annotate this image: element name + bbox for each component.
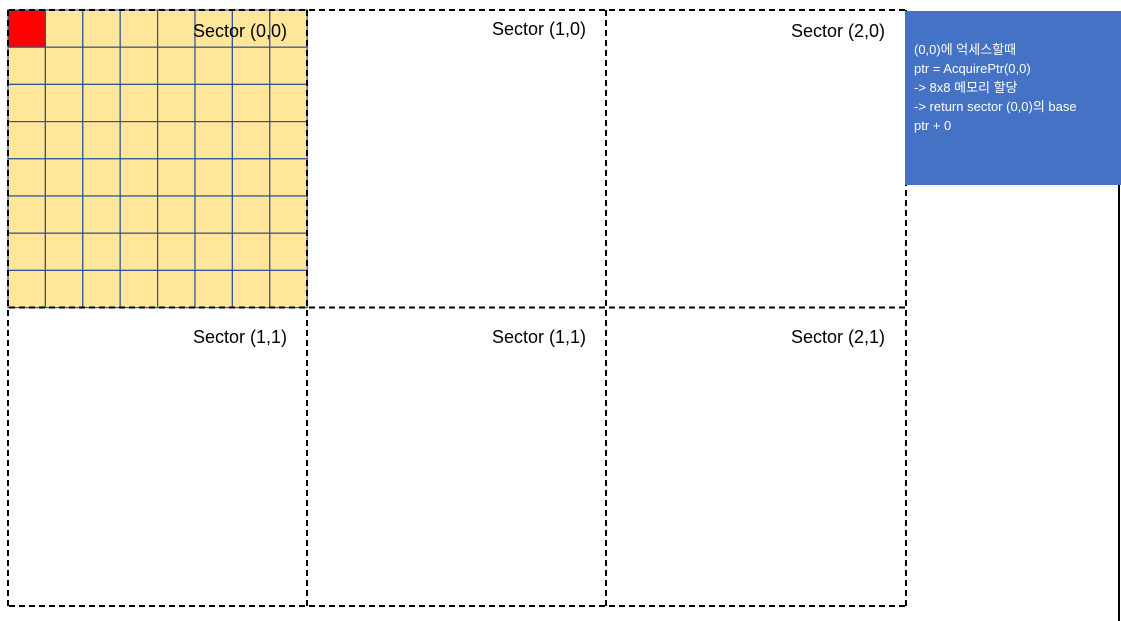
memory-cell	[231, 46, 271, 86]
memory-cell	[157, 46, 196, 86]
sector-label-1-0: Sector (1,0)	[492, 19, 587, 39]
memory-cell	[119, 46, 159, 86]
note-box: (0,0)에 억세스할때 ptr = AcquirePtr(0,0) -> 8x…	[905, 11, 1121, 185]
memory-cell	[231, 158, 271, 197]
memory-cell	[7, 120, 47, 160]
memory-cell	[269, 9, 308, 48]
memory-cell	[269, 83, 308, 123]
highlighted-cell	[7, 9, 47, 48]
page-right-edge	[1118, 185, 1120, 621]
memory-cell	[269, 195, 308, 234]
memory-cell	[7, 232, 47, 271]
memory-cell	[7, 83, 47, 123]
memory-cell	[157, 120, 196, 160]
memory-cell	[44, 120, 84, 160]
memory-cell	[194, 195, 234, 234]
memory-cell	[7, 195, 47, 234]
memory-cell	[231, 269, 271, 309]
memory-cell	[194, 83, 234, 123]
memory-cell-grid	[7, 9, 308, 309]
memory-cell	[119, 195, 159, 234]
note-line: (0,0)에 억세스할때	[914, 42, 1017, 57]
sector-label-0-0: Sector (0,0)	[193, 21, 288, 41]
sector-label-2-1: Sector (2,1)	[791, 327, 886, 347]
memory-cell	[44, 232, 84, 271]
memory-cell	[44, 269, 84, 309]
memory-cell	[194, 46, 234, 86]
memory-cell	[157, 195, 196, 234]
memory-cell	[194, 9, 234, 48]
memory-cell	[157, 158, 196, 197]
memory-cell	[157, 269, 196, 309]
memory-cell	[231, 120, 271, 160]
memory-cell	[157, 83, 196, 123]
memory-cell	[194, 120, 234, 160]
memory-cell	[119, 158, 159, 197]
memory-cell	[119, 9, 159, 48]
sector-label-1-1: Sector (1,1)	[492, 327, 587, 347]
memory-cell	[44, 158, 84, 197]
memory-cell	[231, 195, 271, 234]
sector-label-0-1: Sector (1,1)	[193, 327, 288, 347]
memory-cell	[157, 232, 196, 271]
memory-cell	[82, 269, 121, 309]
memory-cell	[269, 269, 308, 309]
memory-cell	[119, 269, 159, 309]
memory-cell	[82, 232, 121, 271]
memory-cell	[44, 195, 84, 234]
memory-cell	[7, 269, 47, 309]
note-line: -> 8x8 메모리 할당	[914, 80, 1018, 95]
memory-cell	[119, 83, 159, 123]
memory-cell	[44, 83, 84, 123]
memory-cell	[269, 120, 308, 160]
memory-cell	[82, 9, 121, 48]
memory-cell	[119, 232, 159, 271]
memory-cell	[82, 158, 121, 197]
memory-cell	[82, 83, 121, 123]
memory-cell	[269, 158, 308, 197]
memory-cell	[194, 158, 234, 197]
note-line: ptr + 0	[914, 118, 952, 133]
sector-label-2-0: Sector (2,0)	[791, 21, 886, 41]
memory-cell	[7, 158, 47, 197]
memory-cell	[194, 232, 234, 271]
note-line: ptr = AcquirePtr(0,0)	[914, 61, 1031, 76]
note-line: -> return sector (0,0)의 base	[914, 99, 1077, 114]
memory-cell	[82, 120, 121, 160]
memory-cell	[194, 269, 234, 309]
memory-cell	[119, 120, 159, 160]
memory-cell	[82, 46, 121, 86]
memory-cell	[44, 9, 84, 48]
memory-cell	[269, 232, 308, 271]
memory-cell	[231, 232, 271, 271]
memory-cell	[7, 46, 47, 86]
memory-cell	[82, 195, 121, 234]
memory-cell	[44, 46, 84, 86]
memory-cell	[269, 46, 308, 86]
memory-cell	[157, 9, 196, 48]
memory-cell	[231, 83, 271, 123]
